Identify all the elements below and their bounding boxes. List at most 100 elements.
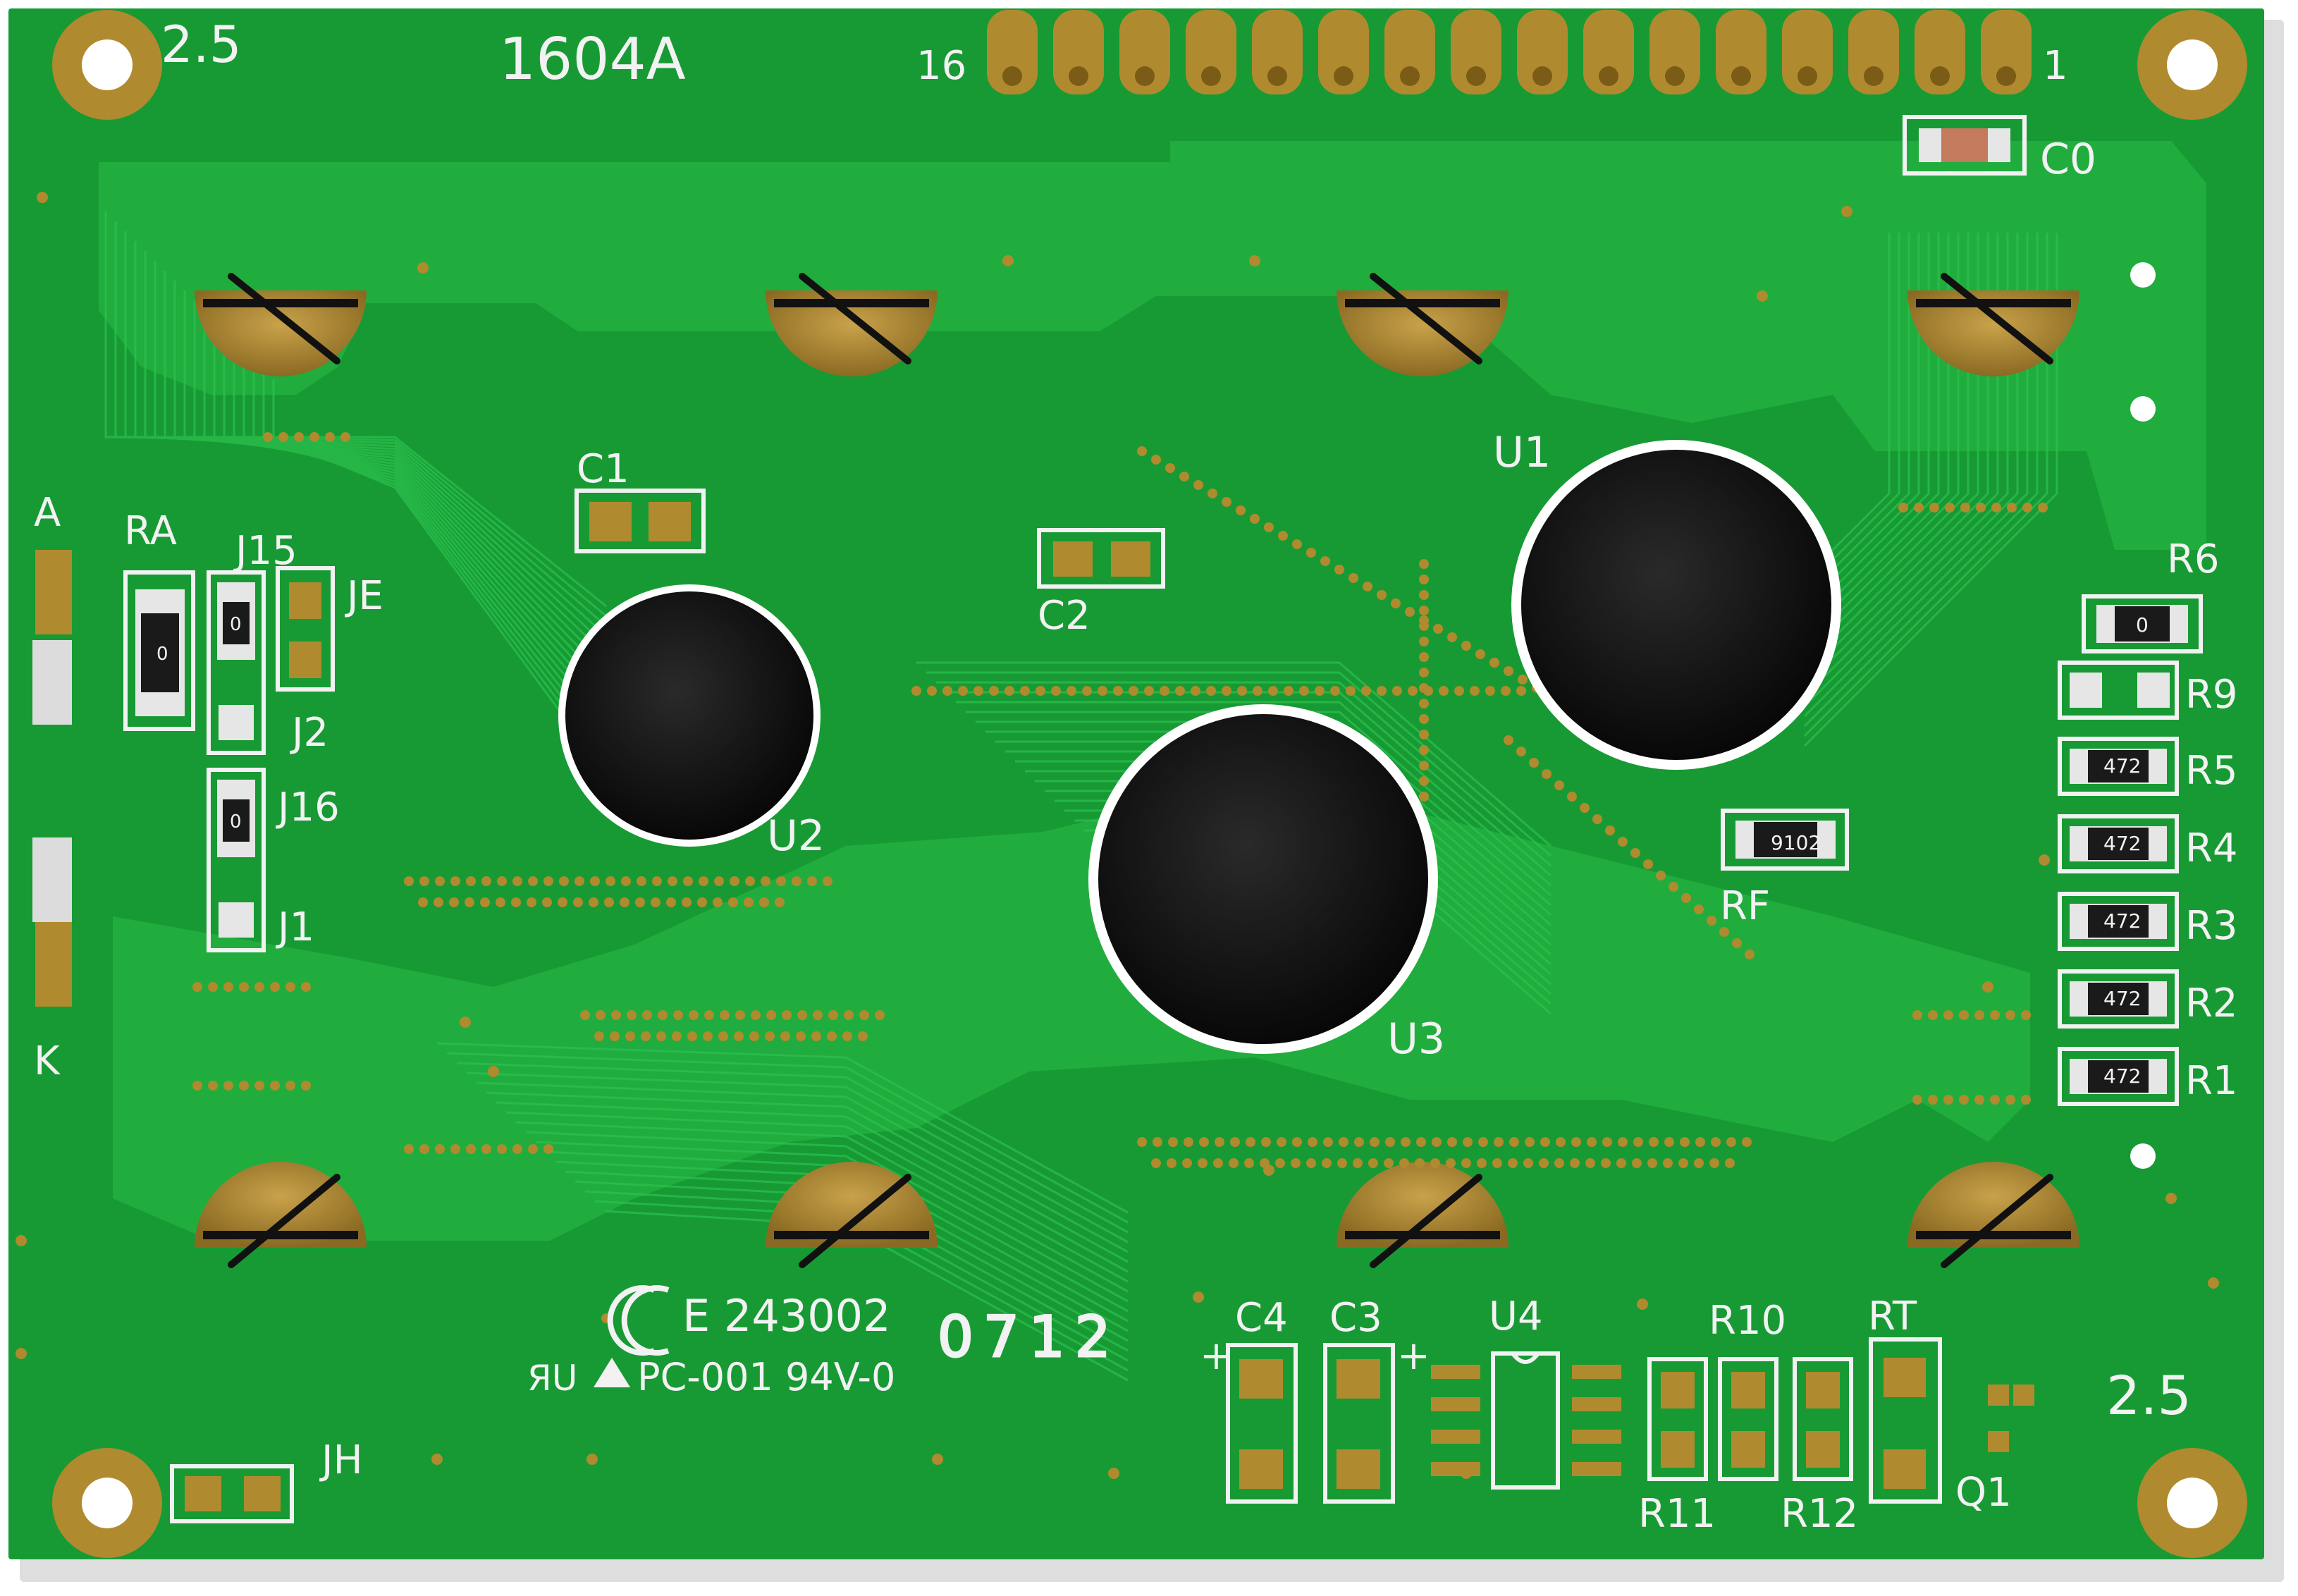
- via: [611, 1010, 621, 1020]
- via: [1539, 1158, 1549, 1168]
- via: [1959, 1095, 1969, 1105]
- trace: [104, 211, 607, 608]
- via: [1976, 503, 1986, 512]
- via: [796, 1031, 806, 1041]
- via: [1504, 666, 1513, 676]
- header-pad-hole: [1665, 66, 1685, 86]
- via: [586, 1454, 598, 1465]
- trace: [496, 1101, 1129, 1273]
- jh-label: JH: [319, 1437, 363, 1483]
- via: [2021, 1010, 2031, 1020]
- via: [875, 1010, 885, 1020]
- header-pad: [987, 10, 1038, 94]
- via: [651, 897, 660, 907]
- pin-1-label: 1: [2043, 43, 2068, 89]
- via: [1518, 675, 1528, 685]
- c1-label: C1: [577, 446, 629, 492]
- via: [1618, 837, 1628, 847]
- trace: [936, 681, 1552, 867]
- via: [942, 686, 952, 696]
- via: [641, 1031, 651, 1041]
- via: [239, 982, 249, 992]
- via: [418, 897, 428, 907]
- via: [1419, 559, 1429, 569]
- header-pad-hole: [1135, 66, 1155, 86]
- via: [1974, 1010, 1984, 1020]
- trace: [926, 671, 1552, 857]
- pad-bar: [774, 299, 929, 307]
- via: [1308, 1137, 1317, 1147]
- header-pad: [1318, 10, 1369, 94]
- via: [1439, 686, 1449, 696]
- backlight-wire: [228, 1174, 340, 1268]
- via: [285, 1081, 295, 1091]
- via: [37, 192, 48, 203]
- via: [1263, 1165, 1274, 1176]
- header-pin-pads: [987, 10, 2032, 94]
- via: [1637, 1299, 1648, 1310]
- via: [958, 686, 968, 696]
- via: [1244, 1158, 1254, 1168]
- header-pad-hole: [1996, 66, 2016, 86]
- ul-recognized-logo: [607, 1285, 670, 1356]
- r12-label: R12: [1781, 1491, 1858, 1537]
- u4-notch: [1511, 1352, 1540, 1364]
- via: [1470, 686, 1480, 696]
- via: [761, 876, 770, 886]
- header-pad-hole: [1069, 66, 1088, 86]
- via: [842, 1031, 852, 1041]
- via: [1542, 769, 1552, 779]
- via: [2038, 503, 2048, 512]
- via: [511, 897, 521, 907]
- via: [1113, 686, 1123, 696]
- via: [1268, 686, 1278, 696]
- trace: [956, 701, 1552, 887]
- via: [1275, 1158, 1285, 1168]
- via: [1419, 745, 1429, 755]
- via: [1478, 1137, 1488, 1147]
- via: [419, 876, 429, 886]
- trace: [966, 711, 1552, 897]
- via: [1236, 505, 1246, 515]
- via: [1529, 758, 1539, 768]
- via: [1167, 1158, 1176, 1168]
- via: [1991, 503, 2001, 512]
- via: [1419, 668, 1429, 677]
- via: [580, 1010, 590, 1020]
- trace: [436, 1042, 1129, 1214]
- via: [527, 897, 536, 907]
- via: [325, 432, 335, 442]
- small-hole: [2130, 1143, 2156, 1169]
- via: [1399, 1158, 1409, 1168]
- via: [1153, 1137, 1162, 1147]
- via: [512, 1144, 522, 1154]
- date-code: 0712: [938, 1304, 1121, 1370]
- via: [807, 876, 817, 886]
- via: [294, 432, 304, 442]
- j2-label: J2: [290, 710, 328, 756]
- via: [1419, 575, 1429, 584]
- via: [1249, 255, 1260, 266]
- svg-text:ЯU: ЯU: [527, 1358, 577, 1399]
- via: [713, 897, 723, 907]
- backlight-wire: [799, 1174, 911, 1268]
- via: [1168, 1137, 1178, 1147]
- via: [1067, 686, 1076, 696]
- header-pad: [1119, 10, 1170, 94]
- via: [1419, 590, 1429, 600]
- via: [792, 876, 801, 886]
- backlight-pad: [195, 290, 367, 376]
- via: [1419, 714, 1429, 724]
- backlight-wire: [1941, 273, 2053, 364]
- via: [1898, 503, 1908, 512]
- via: [1959, 1010, 1969, 1020]
- c2-label: C2: [1038, 593, 1090, 639]
- via: [859, 1010, 869, 1020]
- via: [1461, 1158, 1471, 1168]
- via: [542, 897, 552, 907]
- via: [1605, 825, 1615, 835]
- via: [2208, 1277, 2219, 1289]
- via: [765, 1031, 775, 1041]
- via: [735, 1010, 745, 1020]
- u2-label: U2: [767, 811, 825, 861]
